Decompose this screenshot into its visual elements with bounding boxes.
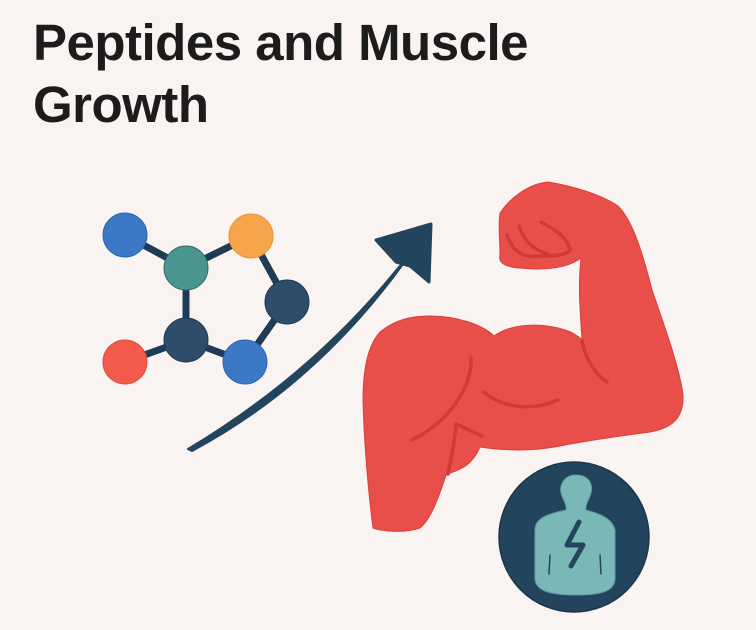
- molecule-node-red: [102, 339, 148, 385]
- molecule-node-blue: [222, 339, 268, 385]
- molecule-node-orange: [228, 213, 274, 259]
- title-line-1: Peptides and Muscle: [33, 14, 528, 71]
- molecule-node-dark: [264, 279, 310, 325]
- flexed-bicep-icon: [362, 181, 684, 532]
- molecule-node-teal: [163, 245, 209, 291]
- body-energy-icon: [498, 461, 650, 613]
- page-title: Peptides and Muscle Growth: [33, 12, 528, 136]
- peptide-molecule-icon: [102, 212, 310, 385]
- molecule-node-dark: [163, 317, 209, 363]
- molecule-node-blue: [102, 212, 148, 258]
- growth-arrow-icon: [187, 222, 433, 452]
- title-line-2: Growth: [33, 76, 209, 133]
